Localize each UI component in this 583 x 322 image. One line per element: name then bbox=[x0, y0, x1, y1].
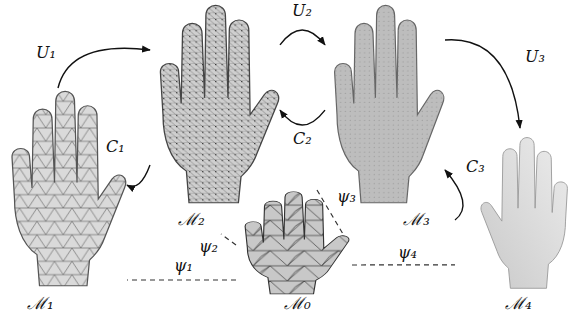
mesh-node: ℳ₀ bbox=[236, 190, 352, 318]
mesh-label: ℳ₂ bbox=[178, 210, 205, 230]
dashed-map-line bbox=[221, 234, 236, 245]
mesh-node: ℳ₁ bbox=[2, 88, 127, 318]
mesh-node: ℳ₂ bbox=[150, 2, 280, 234]
operator-arrow bbox=[445, 40, 520, 128]
edge-label: C₃ bbox=[466, 158, 485, 176]
edge-label: U₂ bbox=[292, 2, 312, 20]
mesh-label: ℳ₃ bbox=[403, 210, 430, 230]
dashed-map-line bbox=[127, 279, 236, 280]
edge-label: C₂ bbox=[293, 130, 312, 148]
edge-label: ψ₃ bbox=[337, 188, 356, 206]
mesh-node: ℳ₄ bbox=[455, 128, 575, 318]
edge-label: ψ₁ bbox=[174, 257, 193, 275]
mesh-label: ℳ₄ bbox=[505, 294, 532, 314]
edge-label: U₁ bbox=[36, 44, 56, 62]
edge-label: C₁ bbox=[106, 138, 125, 156]
operator-arrow bbox=[445, 170, 463, 220]
operator-arrow bbox=[127, 165, 150, 186]
edge-label: U₃ bbox=[525, 48, 545, 66]
operator-arrow bbox=[58, 48, 150, 88]
operator-arrow bbox=[280, 30, 325, 45]
mesh-label: ℳ₁ bbox=[27, 294, 54, 314]
dashed-map-line bbox=[352, 264, 455, 265]
edge-label: ψ₂ bbox=[199, 238, 218, 256]
edge-label: ψ₄ bbox=[398, 244, 417, 262]
mesh-label: ℳ₀ bbox=[284, 294, 311, 314]
operator-arrow bbox=[280, 110, 325, 125]
